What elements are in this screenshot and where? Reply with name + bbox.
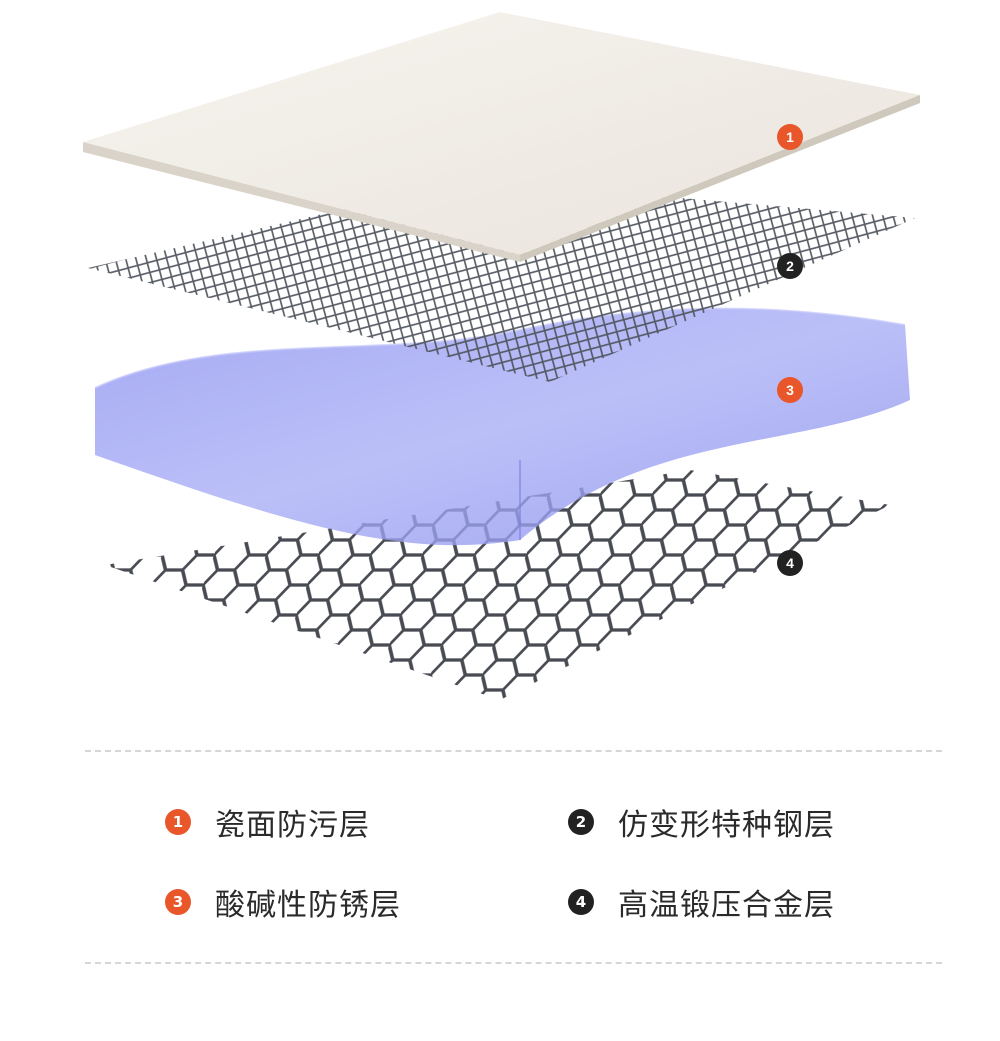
legend-badge-3: 3: [165, 889, 191, 915]
badge-3-label: 3: [786, 382, 794, 398]
legend-label-2: 仿变形特种钢层: [618, 808, 835, 843]
legend-label-4: 高温锻压合金层: [618, 888, 835, 923]
legend-item-4: 4 高温锻压合金层: [568, 882, 835, 923]
legend-item-3: 3 酸碱性防锈层: [165, 882, 401, 923]
legend-badge-1: 1: [165, 809, 191, 835]
badge-3: 3: [777, 377, 803, 403]
legend-badge-4: 4: [568, 889, 594, 915]
top-divider: [85, 750, 942, 752]
badge-1-label: 1: [786, 129, 794, 145]
legend-item-2: 2 仿变形特种钢层: [568, 802, 835, 843]
legend-badge-2: 2: [568, 809, 594, 835]
ceramic-plate-layer: [83, 12, 920, 262]
badge-1: 1: [777, 124, 803, 150]
alloy-honeycomb-layer: [105, 470, 890, 700]
badge-4-label: 4: [786, 555, 794, 571]
bottom-divider: [85, 962, 942, 964]
badge-2-label: 2: [786, 258, 794, 274]
badge-2: 2: [777, 253, 803, 279]
legend-label-1: 瓷面防污层: [215, 808, 370, 843]
badge-4: 4: [777, 550, 803, 576]
legend-label-3: 酸碱性防锈层: [215, 888, 401, 923]
layer-diagram: 1 2 3 4: [83, 12, 920, 700]
legend-item-1: 1 瓷面防污层: [165, 802, 370, 843]
steel-mesh-layer: [88, 180, 915, 382]
